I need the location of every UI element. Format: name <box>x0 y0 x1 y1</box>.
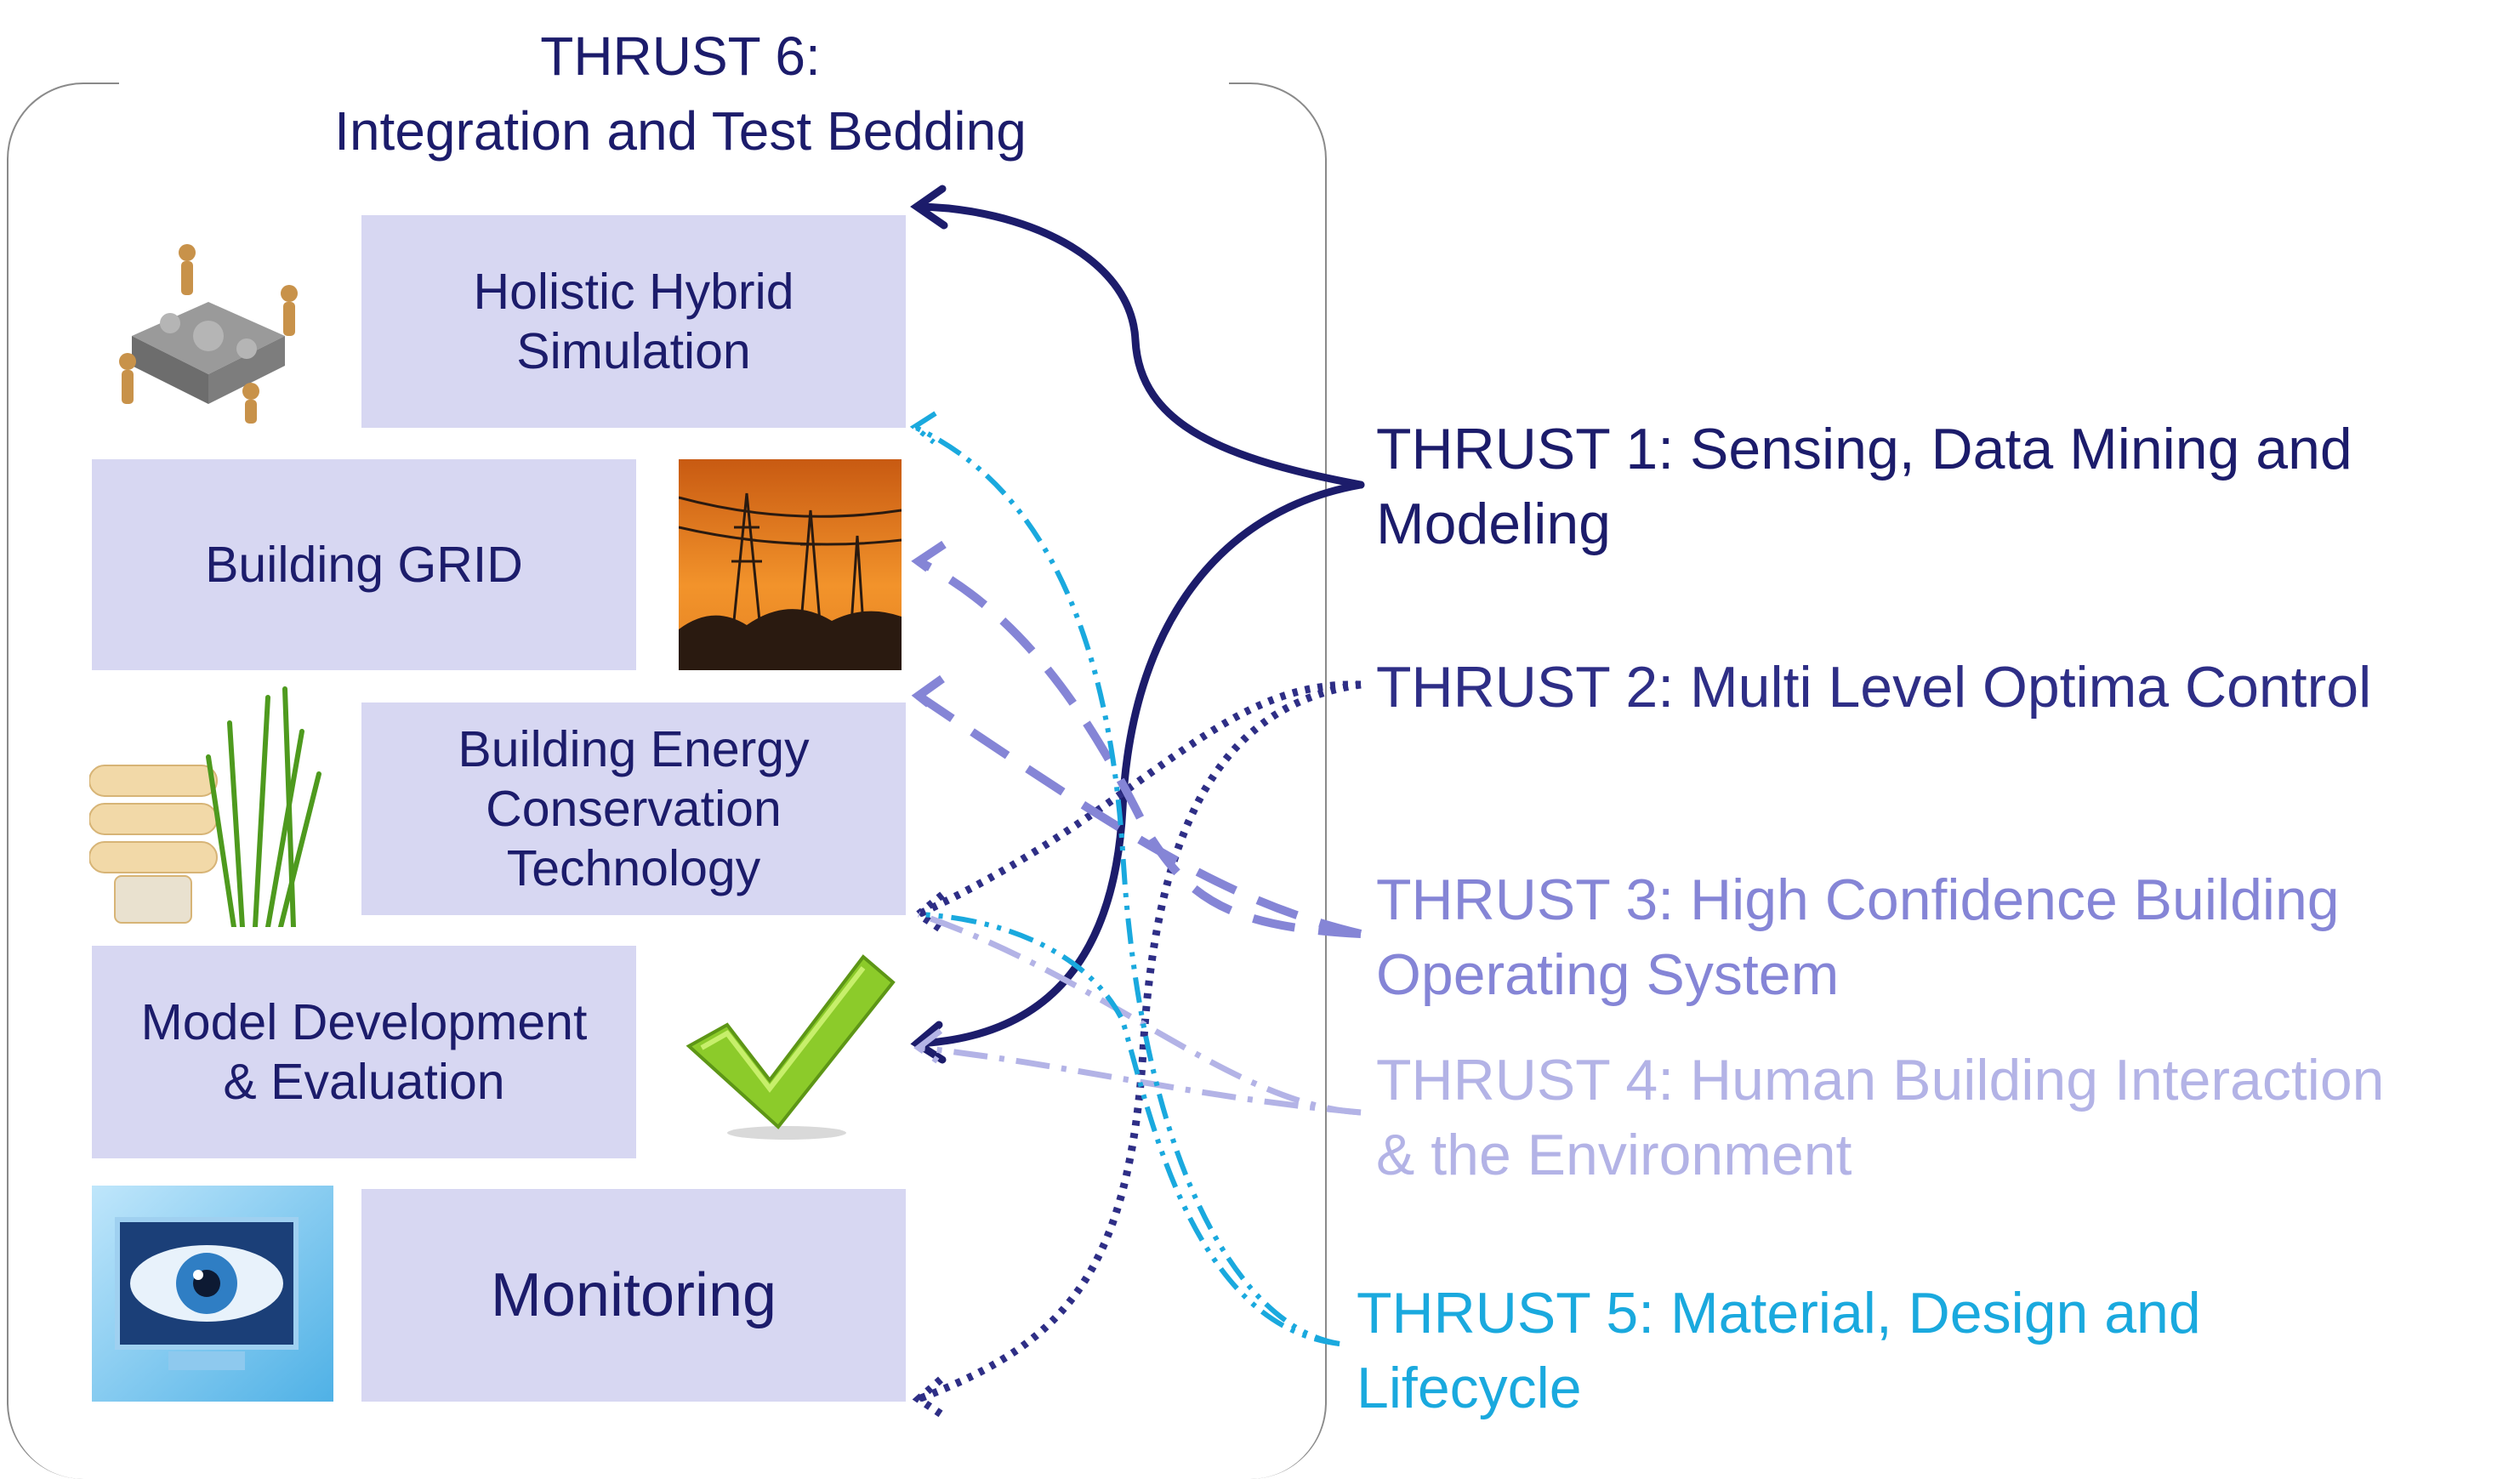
box-model-label: Model Development & Evaluation <box>140 994 588 1110</box>
thrust5-label: THRUST 5: Material, Design and Lifecycle <box>1357 1281 2201 1420</box>
frame-title-gap <box>119 73 1229 94</box>
box-monitoring-label: Monitoring <box>490 1261 777 1329</box>
box-conservation-label: Building Energy Conservation Technology <box>458 721 810 896</box>
checkmark-icon <box>685 954 896 1140</box>
thrust5-arrows <box>909 411 1340 1346</box>
thrust4-arrows <box>913 911 1362 1116</box>
thrust4-label: THRUST 4: Human Building Interaction & t… <box>1376 1048 2385 1187</box>
bulb-grass-icon <box>89 686 321 927</box>
thrust3-label: THRUST 3: High Confidence Building Opera… <box>1376 867 2340 1007</box>
thrust6-title: THRUST 6: Integration and Test Bedding <box>221 19 1140 168</box>
eye-monitor-icon <box>92 1186 333 1402</box>
thrust2-label: THRUST 2: Multi Level Optima Control <box>1376 655 2372 720</box>
box-holistic-hybrid-simulation: Holistic Hybrid Simulation <box>361 215 906 428</box>
thrust6-title-line1: THRUST 6: <box>540 26 821 87</box>
thrust3-arrows <box>911 540 1362 938</box>
thrust2-arrows <box>912 680 1362 1419</box>
box-model-development: Model Development & Evaluation <box>92 946 636 1158</box>
thrust1-label: THRUST 1: Sensing, Data Mining and Model… <box>1376 417 2352 556</box>
box-building-energy-conservation: Building Energy Conservation Technology <box>361 703 906 915</box>
box-holistic-label: Holistic Hybrid Simulation <box>473 264 794 379</box>
thrust1-arrows <box>910 185 1365 1064</box>
puzzle-figures-icon <box>119 244 298 424</box>
box-monitoring: Monitoring <box>361 1189 906 1402</box>
power-lines-photo <box>679 459 902 670</box>
thrust6-title-line2: Integration and Test Bedding <box>334 100 1027 162</box>
box-grid-label: Building GRID <box>205 537 523 593</box>
box-building-grid: Building GRID <box>92 459 636 670</box>
